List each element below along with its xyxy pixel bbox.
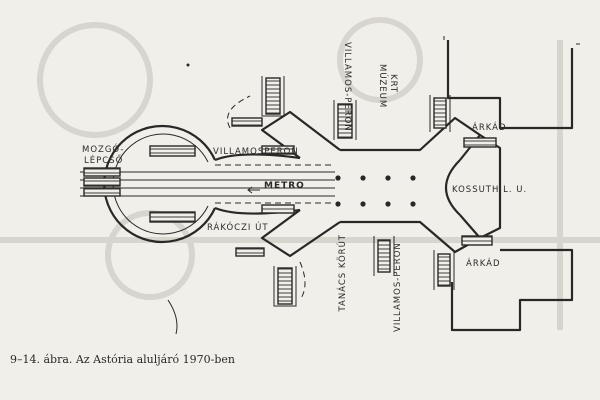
label-metro: METRO [264, 181, 305, 191]
label-villamosperon: VILLAMOSPERON [213, 147, 299, 157]
arcade-buildings [167, 36, 580, 335]
label-muzeum: MÚZEUM [377, 64, 389, 108]
stair-mid-a [261, 145, 295, 155]
label-arkad-bottom: ÁRKÁD [466, 257, 501, 269]
label-villamosperon-top: VILLAMOS-PERON [342, 42, 352, 132]
stair-top-left-2 [231, 117, 263, 127]
label-villamosperon-bottom: VILLAMOS-PERON [393, 242, 403, 332]
arcade-top [446, 40, 574, 130]
stair-bottom-right [437, 253, 451, 287]
figure-caption: 9–14. ábra. Az Astória aluljáró 1970-ben [10, 353, 235, 366]
stair-right-bottom [461, 235, 493, 246]
stair-top-left [265, 77, 281, 115]
label-tanacs-korut: TANÁCS KÖRÚT [336, 234, 348, 313]
rotunda-wall [103, 124, 217, 244]
stairways [231, 77, 497, 305]
stair-approaches [227, 76, 455, 307]
label-mozgolepcso-2: LÉPCSŐ [84, 154, 123, 166]
escalators [83, 145, 196, 223]
metro-tracks [80, 164, 335, 204]
stair-top-right [433, 97, 447, 129]
stair-bottom-left [235, 247, 265, 257]
astoria-underpass-plan: MOZGÓ- LÉPCSŐ VILLAMOSPERON METRO RÁKÓCZ… [0, 17, 600, 335]
stair-mid-b [261, 204, 295, 214]
plan-labels: MOZGÓ- LÉPCSŐ VILLAMOSPERON METRO RÁKÓCZ… [82, 42, 527, 332]
stair-bottom-villamos [377, 239, 391, 273]
stair-right-top [463, 137, 497, 148]
label-mozgolepcso-1: MOZGÓ- [82, 143, 124, 155]
label-kossuth: KOSSUTH L. U. [452, 185, 527, 195]
label-rakoczi-ut: RÁKÓCZI ÚT [207, 221, 269, 233]
arcade-bottom [450, 248, 574, 332]
label-krt: KRT [388, 74, 398, 93]
hall-pillars [186, 63, 416, 207]
label-arkad-top: ÁRKÁD [472, 121, 507, 133]
stair-bottom-left-2 [277, 267, 293, 305]
stair-top-villamos [337, 103, 353, 139]
